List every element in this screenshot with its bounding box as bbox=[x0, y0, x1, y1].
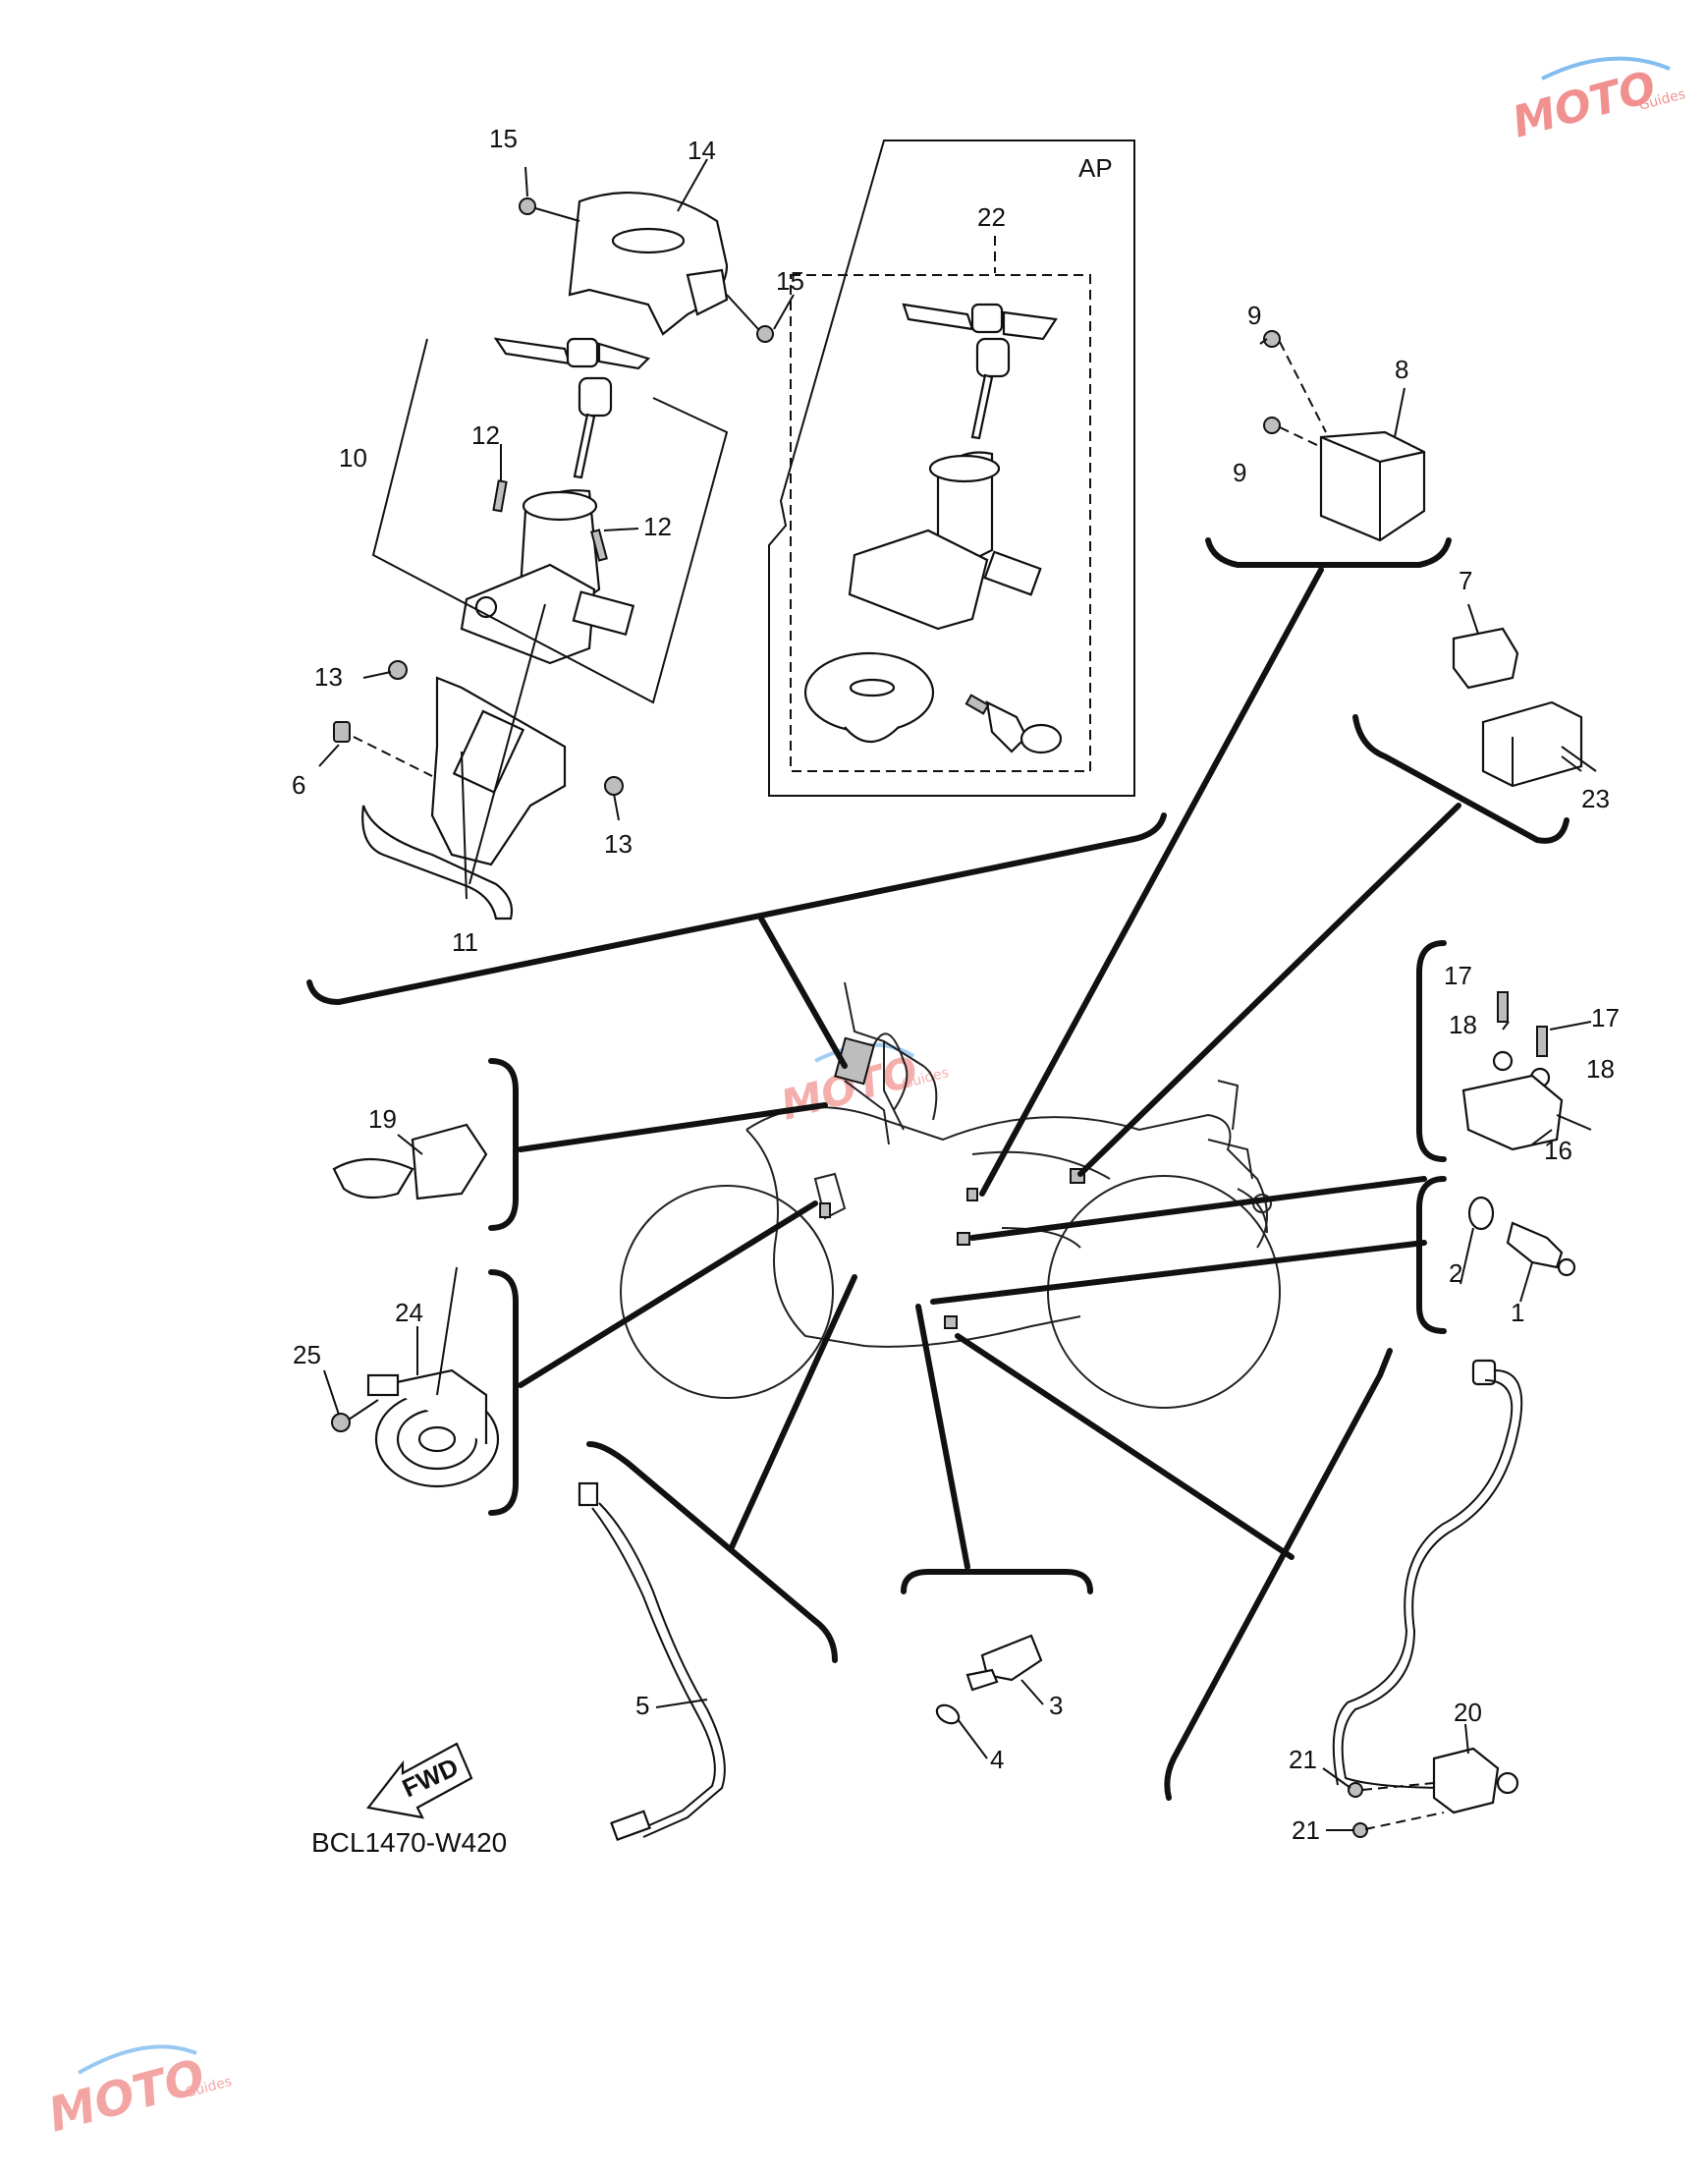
callout-labels: 1 2 3 4 5 6 7 8 9 9 10 11 12 12 13 13 14… bbox=[292, 124, 1620, 1845]
nut-6 bbox=[333, 721, 351, 743]
ignition-group bbox=[318, 192, 774, 920]
callout-12b: 12 bbox=[643, 512, 672, 541]
motorcycle-outline bbox=[620, 981, 1281, 1409]
callout-21a: 21 bbox=[1289, 1745, 1317, 1774]
callout-16: 16 bbox=[1544, 1136, 1572, 1165]
lock-bracket bbox=[361, 676, 567, 920]
callout-9a: 9 bbox=[1247, 301, 1261, 330]
fwd-arrow-icon: FWD bbox=[366, 1742, 473, 1819]
callout-13a: 13 bbox=[314, 662, 343, 692]
callout-3: 3 bbox=[1049, 1691, 1063, 1720]
callout-10: 10 bbox=[339, 443, 367, 473]
callout-11: 11 bbox=[452, 927, 478, 957]
callout-25: 25 bbox=[293, 1340, 321, 1369]
sensor-3-4 bbox=[935, 1634, 1043, 1725]
key-set bbox=[493, 337, 651, 479]
callout-leaders bbox=[323, 158, 1597, 1831]
ap-key-set bbox=[768, 139, 1135, 797]
screw-15a bbox=[519, 197, 536, 215]
sensor-5-cable bbox=[578, 1481, 726, 1842]
callout-15b: 15 bbox=[776, 266, 804, 296]
horn-24 bbox=[331, 1368, 500, 1488]
callout-12a: 12 bbox=[471, 420, 500, 450]
watermark-bottom-left: MOTO Guides bbox=[43, 2044, 234, 2144]
main-switch-body bbox=[460, 489, 635, 665]
screw-12a bbox=[492, 479, 508, 513]
screw-13a bbox=[388, 660, 408, 680]
callout-19: 19 bbox=[368, 1104, 397, 1134]
callout-17a: 17 bbox=[1444, 961, 1472, 990]
callout-6: 6 bbox=[292, 770, 305, 800]
main-switch-cover bbox=[568, 192, 729, 336]
watermark-top-right: MOTO Guides bbox=[1508, 56, 1687, 148]
callout-18a: 18 bbox=[1449, 1010, 1477, 1039]
callout-1: 1 bbox=[1511, 1298, 1524, 1327]
diagram-code: BCL1470-W420 bbox=[311, 1827, 507, 1858]
callout-15a: 15 bbox=[489, 124, 518, 153]
part-19-connector bbox=[332, 1123, 488, 1200]
callout-24: 24 bbox=[395, 1298, 423, 1327]
callout-18b: 18 bbox=[1586, 1054, 1615, 1084]
sensor-group-16 bbox=[1461, 991, 1592, 1151]
callout-17b: 17 bbox=[1591, 1003, 1620, 1032]
set-label: AP bbox=[1078, 153, 1113, 183]
relay-group-7-23 bbox=[1452, 627, 1583, 788]
leader-lines bbox=[518, 567, 1461, 1570]
callout-13b: 13 bbox=[604, 829, 633, 859]
switch-group-1-2 bbox=[1467, 1196, 1576, 1277]
callout-9b: 9 bbox=[1233, 458, 1246, 487]
group-brackets bbox=[306, 537, 1570, 1801]
callout-22: 22 bbox=[977, 202, 1006, 232]
callout-5: 5 bbox=[635, 1691, 649, 1720]
callout-8: 8 bbox=[1395, 355, 1408, 384]
callout-20: 20 bbox=[1454, 1698, 1482, 1727]
callout-2: 2 bbox=[1449, 1258, 1462, 1288]
callout-4: 4 bbox=[990, 1745, 1004, 1774]
callout-23: 23 bbox=[1581, 784, 1610, 813]
relay-group-8 bbox=[1263, 330, 1426, 542]
screw-12b bbox=[590, 529, 608, 562]
screw-13b bbox=[604, 776, 624, 796]
callout-7: 7 bbox=[1459, 566, 1472, 595]
callout-14: 14 bbox=[688, 136, 716, 165]
screw-15b bbox=[756, 325, 774, 343]
callout-21b: 21 bbox=[1292, 1815, 1320, 1845]
sensor-20-cable bbox=[1332, 1359, 1523, 1838]
